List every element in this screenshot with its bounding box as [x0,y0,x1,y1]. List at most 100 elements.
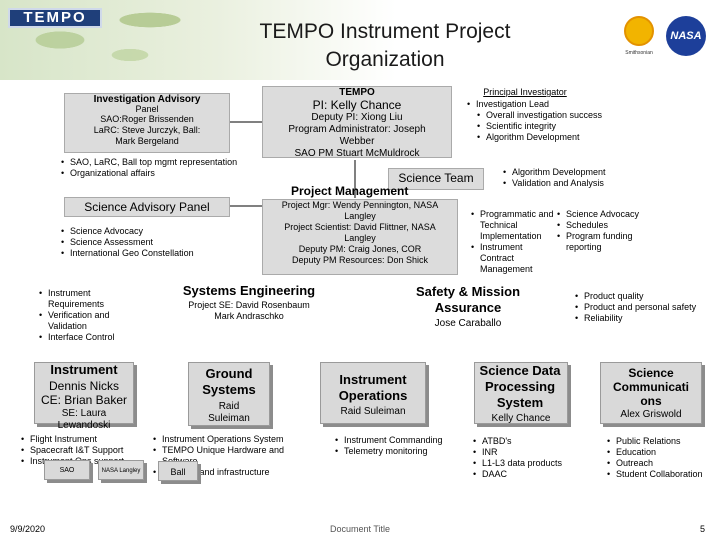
list-item: Instrument Operations System [152,434,288,445]
sdps-name: Kelly Chance [491,413,551,424]
ground-systems-box [188,362,270,426]
science-advisory-panel [64,197,230,217]
investigation-advisory-panel [64,93,230,153]
sci-comm-title-line: Communicati [612,380,689,394]
sci-comm-title: Science Communicati ons [600,366,702,408]
pm-line: Project Mgr: Wendy Pennington, NASA [281,200,439,210]
list-item: Investigation Lead [466,99,626,110]
footer-date: 9/9/2020 [10,524,46,534]
se-line: Project SE: David Rosenbaum [188,300,310,310]
list-item: Reliability [574,313,720,324]
science-team-label: Science Team [398,171,474,185]
list-item: Public Relations [606,436,714,447]
tempo-line: Deputy PI: Xiong Liu [311,112,403,123]
sdps-bullets: ATBD's INR L1-L3 data products DAAC [472,436,592,480]
list-item: Science Advocacy [556,209,652,220]
pm-line: Deputy PM: Craig Jones, COR [298,244,422,254]
se-line: Mark Andraschko [214,311,284,321]
sci-comm-bullets: Public Relations Education Outreach Stud… [606,436,714,480]
list-item: Instrument Commanding [334,435,464,446]
instrument-se: SE: Laura Lewandoski [34,408,134,432]
pm-bullets-right: Science Advocacy Schedules Program fundi… [556,209,652,253]
systems-eng-names: Project SE: David Rosenbaum Mark Andrasc… [160,300,338,322]
list-item: Science Advocacy [60,226,230,237]
sdps-title-line: Processing [484,379,556,394]
project-mgmt-title: Project Management [291,184,409,198]
title-line-2: Organization [325,48,445,71]
list-item: Algorithm Development [502,167,632,178]
list-item: Student Collaboration [606,469,714,480]
safety-name: Jose Caraballo [434,318,502,329]
smithsonian-label: Smithsonian [625,50,653,56]
ground-name: Raid Suleiman [188,401,270,425]
list-item: Outreach [606,458,714,469]
list-item: Science Assessment [60,237,230,248]
tempo-pi-box [262,86,452,158]
science-team-bullets: Algorithm Development Validation and Ana… [502,167,632,189]
science-team-box [388,168,484,190]
sci-advisory-title: Science Advisory Panel [84,200,210,214]
list-item: Instrument Contract Management [470,242,558,275]
list-item: Program funding reporting [556,231,652,253]
tempo-line: SAO PM Stuart McMuldrock [294,148,420,159]
instrument-line: CE: Brian Baker [40,393,128,407]
list-item: DAAC [472,469,592,480]
list-item: Validation and Analysis [502,178,632,189]
list-item: Education [606,447,714,458]
instrument-line: Dennis Nicks [48,379,120,393]
list-item: Schedules [556,220,652,231]
pi-info-bullets: Investigation Lead Overall investigation… [466,99,626,143]
sci-comm-title-line: Science [628,366,674,380]
sdps-title-line: System [496,395,544,410]
pi-name: PI: Kelly Chance [312,98,402,112]
list-item: Product and personal safety [574,302,720,313]
project-mgmt-lines: Project Mgr: Wendy Pennington, NASA Lang… [262,200,458,266]
sun-icon [624,16,654,46]
ground-name-line: Suleiman [208,413,250,424]
ground-title-line: Ground [205,366,253,381]
advisory-member-line: SAO:Roger Brissenden [100,114,194,124]
list-item: International Geo Constellation [60,248,230,259]
instrument-ops-box [320,362,426,424]
systems-eng-bullets: Instrument Requirements Verification and… [38,288,148,343]
list-item: Flight Instrument [20,434,170,445]
list-item: Scientific integrity [476,121,626,132]
inst-ops-title: Instrument Operations [320,372,426,404]
ground-title-line: Systems [202,382,256,397]
footer-page-number: 5 [700,524,706,534]
footer-document-title: Document Title [329,524,391,534]
list-item: ATBD's [472,436,592,447]
list-item: Interface Control [38,332,148,343]
list-item: Programmatic and Technical Implementatio… [470,209,558,242]
title-line-1: TEMPO Instrument Project [259,20,511,43]
pm-line: Langley [344,211,376,221]
nasa-logo: NASA [666,16,706,56]
advisory-panel-label: Panel [135,104,159,114]
list-item: Telemetry monitoring [334,446,464,457]
list-item: Verification and Validation [38,310,148,332]
list-item: Algorithm Development [476,132,626,143]
project-management-box [262,199,458,275]
tempo-logo: TEMPO [8,8,102,28]
instrument-lines: Dennis Nicks CE: Brian Baker [34,379,134,407]
advisory-title: Investigation Advisory [93,94,201,105]
list-item: Facilities and infrastructure [152,467,288,478]
pm-line: Langley [344,233,376,243]
tempo-line: Program Administrator: Joseph [288,124,426,135]
instrument-box [34,362,134,424]
pi-info-title: Principal Investigator [483,87,567,97]
list-item: SAO, LaRC, Ball top mgmt representation [60,157,240,168]
ball-subbox: Ball [158,461,198,481]
pm-line: Deputy PM Resources: Don Shick [291,255,429,265]
list-item: L1-L3 data products [472,458,592,469]
advisory-bullets: SAO, LaRC, Ball top mgmt representation … [60,157,240,179]
page-title: TEMPO Instrument Project Organization [200,18,570,74]
inst-ops-name: Raid Suleiman [340,406,406,417]
safety-title-line: Assurance [434,300,502,315]
instrument-bullets: Flight Instrument Spacecraft I&T Support… [20,434,170,467]
ground-name-line: Raid [218,401,240,412]
list-item: Organizational affairs [60,168,240,179]
inst-ops-title-line: Instrument [339,372,407,387]
pm-line: Project Scientist: David Flittner, NASA [284,222,436,232]
safety-title-line: Safety & Mission [415,284,521,299]
